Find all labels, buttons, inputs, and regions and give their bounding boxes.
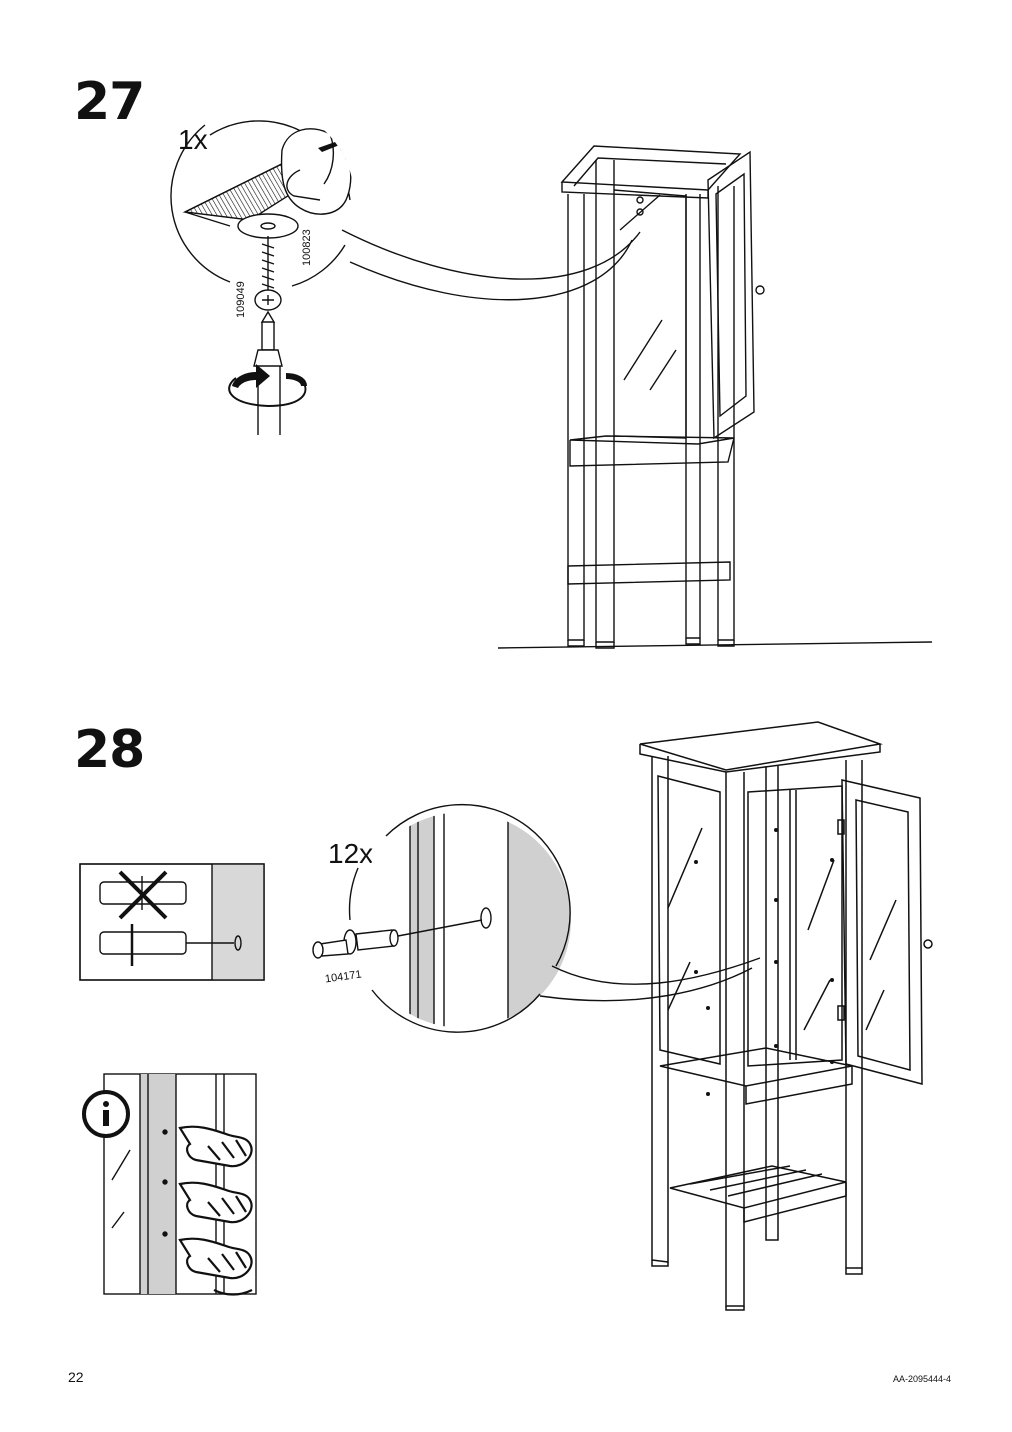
cabinet-step-28	[639, 721, 933, 1311]
page-number: 22	[68, 1369, 84, 1385]
info-box	[82, 1073, 257, 1296]
shelf-pin-icon	[312, 919, 483, 959]
cross-icon	[118, 870, 168, 920]
step-27-quantity: 1x	[178, 124, 208, 155]
info-icon	[82, 1090, 130, 1138]
step-27-number: 27	[74, 72, 145, 132]
step-28-quantity: 12x	[328, 838, 374, 869]
hand-icon	[280, 128, 352, 215]
document-code: AA-2095444-4	[893, 1374, 952, 1384]
washer-icon	[237, 213, 299, 239]
hand-icon	[178, 1125, 253, 1296]
rotate-arrow-icon	[228, 364, 307, 408]
cabinet-step-27	[497, 145, 933, 649]
step-28-number: 28	[74, 720, 145, 780]
pin-orientation-box	[79, 863, 265, 981]
screwdriver-icon	[253, 310, 283, 435]
step-28-zoom-callout	[312, 803, 761, 1033]
screw-icon	[254, 236, 282, 311]
step-27-zoom-callout	[170, 120, 641, 435]
